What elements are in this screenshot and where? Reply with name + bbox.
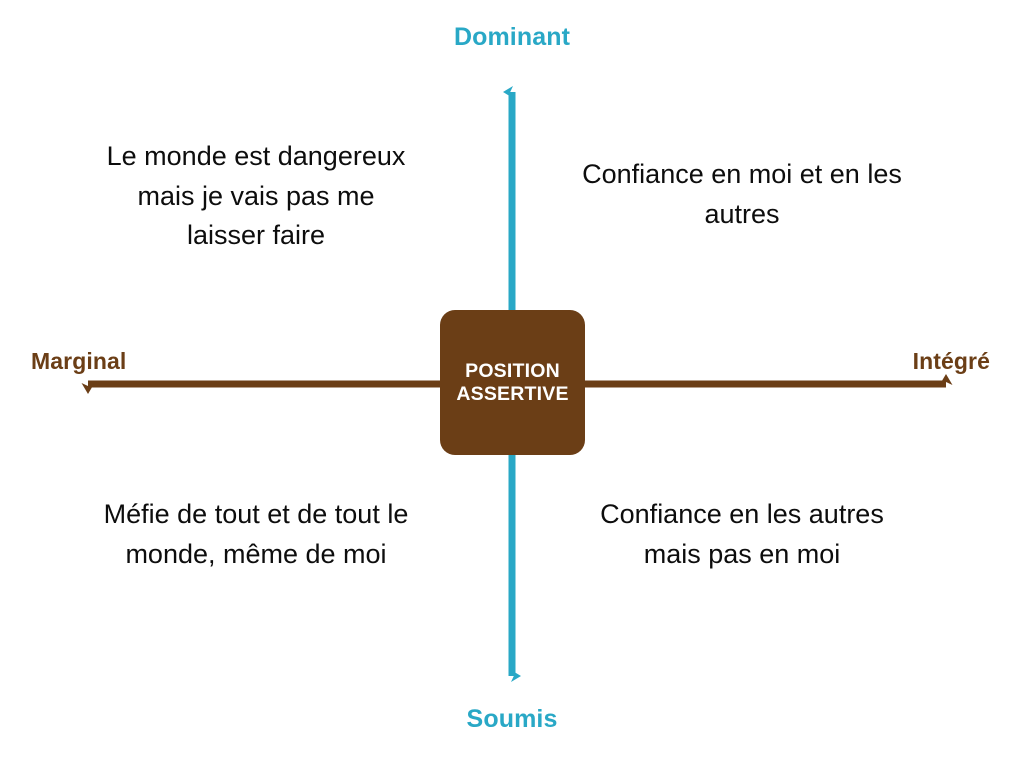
axis-label-soumis: Soumis (466, 705, 558, 733)
quadrant-text-bottom-right: Confiance en les autres mais pas en moi (600, 499, 884, 569)
axis-label-marginal: Marginal (31, 348, 127, 374)
center-node-line-2: ASSERTIVE (456, 382, 569, 405)
center-node-line-1: POSITION (465, 359, 560, 382)
axis-label-dominant: Dominant (453, 23, 571, 51)
quadrant-text-top-right: Confiance en moi et en les autres (582, 159, 902, 229)
axis-label-integre: Intégré (912, 348, 990, 374)
quadrant-text-bottom-left: Méfie de tout et de tout le monde, même … (103, 499, 409, 569)
center-node-position-assertive: POSITION ASSERTIVE (440, 310, 585, 455)
quadrant-text-top-left: Le monde est dangereux mais je vais pas … (106, 141, 406, 251)
